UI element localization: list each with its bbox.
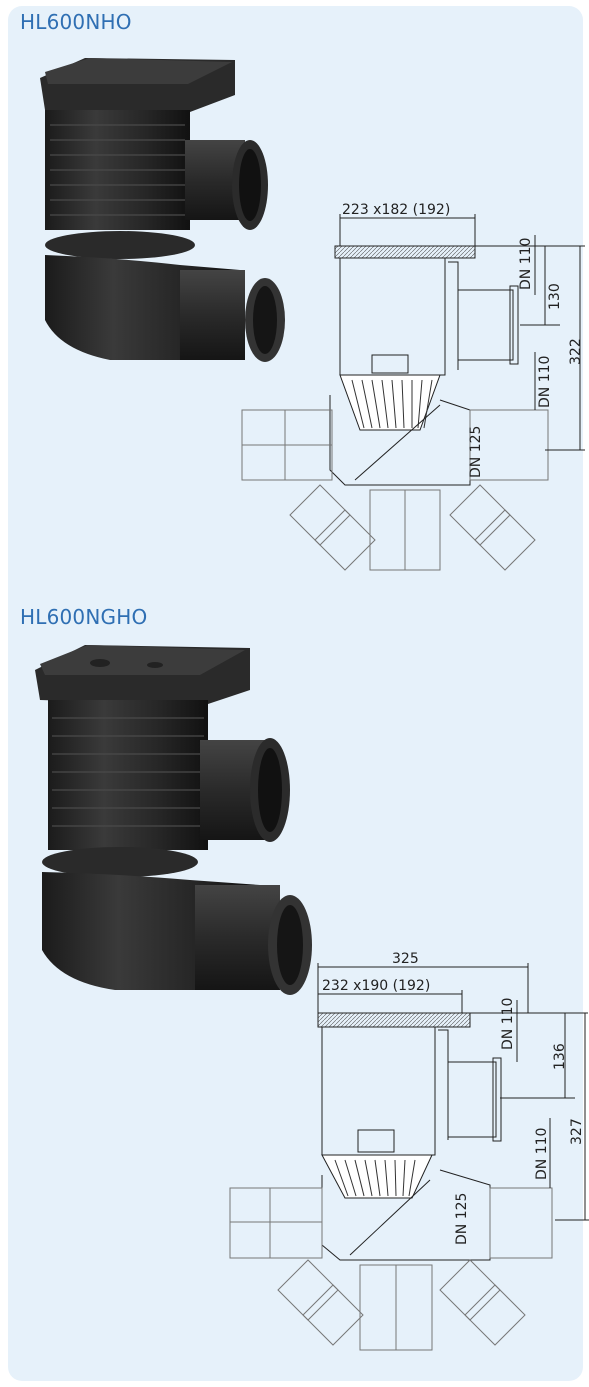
p1-dn-top: DN 110 — [518, 238, 534, 290]
p2-height-total: 327 — [569, 1118, 585, 1145]
product-title-1: HL600NHO — [20, 10, 132, 34]
p2-dn-bottom: DN 125 — [454, 1193, 470, 1245]
product-2-drawing — [229, 963, 589, 1351]
p1-height-upper: 130 — [547, 283, 563, 310]
product-1-render — [40, 58, 285, 362]
p2-dn-side: DN 110 — [534, 1128, 550, 1180]
product-2-render — [35, 645, 312, 995]
product-title-2: HL600NGHO — [20, 605, 148, 629]
p1-dn-side: DN 110 — [537, 356, 553, 408]
p2-dn-top: DN 110 — [500, 998, 516, 1050]
p2-overall-width: 325 — [392, 951, 419, 967]
p1-dn-bottom: DN 125 — [468, 426, 484, 478]
p1-top-size: 223 x182 (192) — [342, 202, 450, 218]
p2-top-size: 232 x190 (192) — [322, 978, 430, 994]
p1-height-total: 322 — [568, 338, 584, 365]
p2-height-upper: 136 — [552, 1043, 568, 1070]
product-1-drawing — [241, 214, 585, 571]
